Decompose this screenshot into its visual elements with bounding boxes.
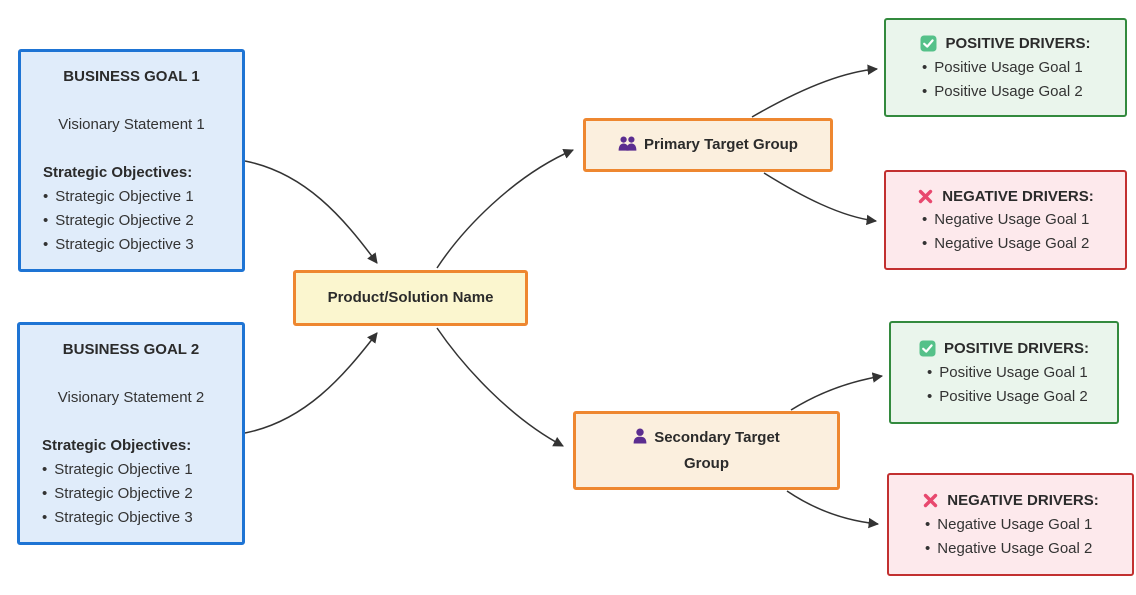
goal-vision: Visionary Statement 2 — [57, 388, 205, 406]
list-item: Strategic Objective 1 — [20, 458, 242, 482]
list-item: Strategic Objective 3 — [20, 506, 242, 530]
check-icon — [919, 340, 936, 357]
x-icon — [919, 189, 933, 203]
product-solution-node: Product/Solution Name — [293, 270, 528, 326]
list-item: Strategic Objective 2 — [20, 482, 242, 506]
list-item: Positive Usage Goal 2 — [886, 80, 1125, 104]
negative-drivers-primary-node: NEGATIVE DRIVERS: Negative Usage Goal 1 … — [884, 170, 1127, 270]
list-item: Strategic Objective 3 — [21, 233, 242, 257]
edge-product-secondary — [436, 327, 564, 447]
list-item: Negative Usage Goal 2 — [889, 537, 1132, 561]
list-item: Negative Usage Goal 1 — [886, 208, 1125, 232]
objectives-heading: Strategic Objectives: — [43, 163, 193, 181]
goal-title: BUSINESS GOAL 1 — [63, 67, 200, 85]
users-icon — [618, 136, 637, 151]
secondary-target-group-node: Secondary Target Group — [573, 411, 840, 490]
edge-secondary-negative — [786, 490, 880, 529]
list-item: Positive Usage Goal 2 — [891, 385, 1117, 409]
list-item: Positive Usage Goal 1 — [886, 56, 1125, 80]
list-item: Positive Usage Goal 1 — [891, 361, 1117, 385]
business-goal-2-node: BUSINESS GOAL 2 Visionary Statement 2 St… — [17, 322, 245, 545]
objectives-list: Strategic Objective 1 Strategic Objectiv… — [21, 185, 242, 257]
positive-drivers-secondary-node: POSITIVE DRIVERS: Positive Usage Goal 1 … — [889, 321, 1119, 424]
objectives-heading: Strategic Objectives: — [42, 436, 192, 454]
target-group-label: Secondary Target Group — [654, 428, 780, 472]
product-label: Product/Solution Name — [327, 289, 494, 306]
driver-title: POSITIVE DRIVERS: — [945, 35, 1091, 52]
goal-vision: Visionary Statement 1 — [58, 115, 205, 133]
driver-title: NEGATIVE DRIVERS: — [942, 187, 1094, 205]
edge-primary-negative — [763, 172, 878, 226]
edge-secondary-positive — [790, 372, 884, 411]
target-group-label: Primary Target Group — [644, 136, 798, 153]
edge-goal1-product — [244, 160, 378, 264]
negative-drivers-secondary-node: NEGATIVE DRIVERS: Negative Usage Goal 1 … — [887, 473, 1134, 576]
positive-drivers-primary-node: POSITIVE DRIVERS: Positive Usage Goal 1 … — [884, 18, 1127, 117]
check-icon — [920, 35, 937, 52]
primary-target-group-node: Primary Target Group — [583, 118, 833, 172]
driver-list: Negative Usage Goal 1 Negative Usage Goa… — [889, 513, 1132, 561]
edge-product-primary — [436, 148, 574, 269]
goal-title: BUSINESS GOAL 2 — [62, 340, 200, 358]
driver-list: Negative Usage Goal 1 Negative Usage Goa… — [886, 208, 1125, 256]
driver-list: Positive Usage Goal 1 Positive Usage Goa… — [891, 361, 1117, 409]
objectives-list: Strategic Objective 1 Strategic Objectiv… — [20, 458, 242, 530]
driver-title: POSITIVE DRIVERS: — [943, 340, 1090, 357]
list-item: Negative Usage Goal 1 — [889, 513, 1132, 537]
list-item: Strategic Objective 2 — [21, 209, 242, 233]
list-item: Strategic Objective 1 — [21, 185, 242, 209]
edge-goal2-product — [244, 332, 378, 434]
driver-list: Positive Usage Goal 1 Positive Usage Goa… — [886, 56, 1125, 104]
business-goal-1-node: BUSINESS GOAL 1 Visionary Statement 1 St… — [18, 49, 245, 272]
driver-title: NEGATIVE DRIVERS: — [947, 492, 1099, 509]
user-icon — [633, 428, 647, 443]
list-item: Negative Usage Goal 2 — [886, 232, 1125, 256]
edge-primary-positive — [751, 64, 879, 118]
x-icon — [924, 493, 938, 508]
